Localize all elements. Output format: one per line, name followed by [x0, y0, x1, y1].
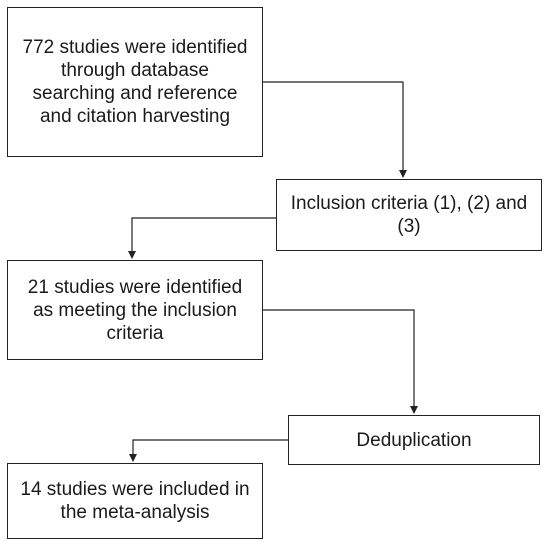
arrow-meeting-to-dedup: [263, 309, 418, 414]
arrow-criteria-to-meeting: [128, 217, 276, 259]
step-dedup-box: Deduplication: [288, 415, 540, 465]
step-included-box: 14 studies were included in the meta-ana…: [7, 463, 263, 539]
step-dedup-text: Deduplication: [356, 429, 472, 451]
step-criteria-box: Inclusion criteria (1), (2) and (3): [276, 179, 542, 251]
step-identified-text: 772 studies were identified through data…: [22, 37, 248, 127]
step-meeting-box: 21 studies were identified as meeting th…: [7, 260, 263, 360]
step-identified-box: 772 studies were identified through data…: [7, 7, 263, 157]
step-criteria-text: Inclusion criteria (1), (2) and (3): [290, 193, 528, 237]
step-meeting-text: 21 studies were identified as meeting th…: [27, 276, 243, 344]
arrow-identified-to-criteria: [263, 81, 407, 178]
step-included-text: 14 studies were included in the meta-ana…: [20, 479, 250, 523]
arrow-dedup-to-included: [129, 439, 288, 462]
